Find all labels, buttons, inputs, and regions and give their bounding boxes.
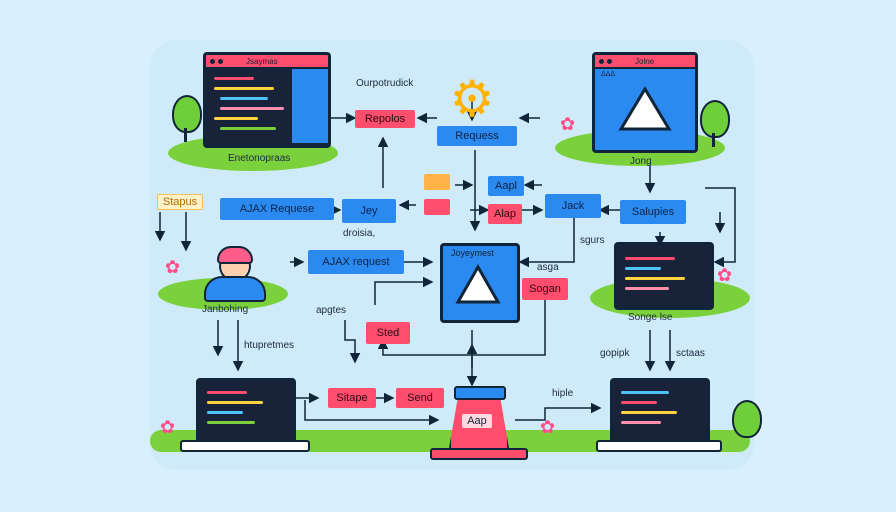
flower-icon: ✿ (540, 417, 556, 437)
tree-trunk (712, 133, 715, 147)
monitor-base (596, 440, 722, 452)
label-songe-lse: Songe lse (628, 312, 673, 323)
alap-box[interactable]: Alap (488, 204, 522, 224)
center-window: Joyeymest (440, 243, 520, 323)
browser-window-top-right: Jolne ΔΔΔ (592, 52, 698, 153)
gear-icon: ⚙ (449, 71, 495, 127)
arrow-apgtes-down (344, 320, 361, 364)
small-red-card[interactable] (424, 199, 450, 215)
sted-box[interactable]: Sted (366, 322, 410, 344)
arrow-terminal-to-aap (304, 400, 440, 426)
ajax-requese-box[interactable]: AJAX Requese (220, 198, 334, 220)
ajax-request-box[interactable]: AJAX request (308, 250, 404, 274)
requess-box[interactable]: Requess (437, 126, 517, 146)
label-enetonoprass: Enetonopraas (228, 153, 291, 164)
label-ourpotrudick: Ourpotrudick (356, 78, 414, 89)
jack-box[interactable]: Jack (545, 194, 601, 218)
label-htupretmes: htupretmes (244, 340, 295, 351)
arrow-sted-to-center (374, 276, 434, 305)
flower-icon: ✿ (165, 257, 181, 277)
monitor-bottom-right (610, 378, 710, 446)
stapus-box[interactable]: Stapus (157, 194, 203, 210)
label-sgurs: sgurs (580, 235, 605, 246)
terminal-window-right (614, 242, 714, 310)
window-title: Jsaymas (246, 56, 278, 66)
aap-label[interactable]: Aap (462, 414, 492, 428)
window-side-panel (292, 69, 328, 143)
triangle-icon (618, 86, 672, 131)
window-title: Joyeymest (451, 248, 495, 258)
aap-stand-top (454, 386, 506, 400)
label-hiple: hiple (552, 388, 574, 399)
sitape-box[interactable]: Sitape (328, 388, 376, 408)
salupies-box[interactable]: Salupies (620, 200, 686, 224)
arrow-aap-to-right-terminal (515, 402, 602, 421)
label-janbohing: Janbohing (202, 304, 249, 315)
aapi-box[interactable]: Aapl (488, 176, 524, 196)
monitor-bottom-left (196, 378, 296, 446)
arrow-salupies-to-terminal-side (705, 187, 736, 268)
aap-base (430, 448, 528, 460)
label-gopipk: gopipk (600, 348, 630, 359)
code-window-top-left: Jsaymas (203, 52, 331, 148)
tree-icon (172, 95, 202, 133)
label-jong: Jong (630, 156, 652, 167)
flower-icon: ✿ (717, 265, 733, 285)
triangle-icon (455, 264, 501, 304)
person-avatar (204, 246, 276, 302)
label-apgtes: apgtes (316, 305, 347, 316)
small-orange-card[interactable] (424, 174, 450, 190)
tree-icon (700, 100, 730, 138)
window-title: Jolne (635, 56, 655, 66)
tree-icon (732, 400, 762, 438)
arrow-sogan-to-sted (377, 295, 546, 356)
flower-icon: ✿ (160, 417, 176, 437)
jey-box[interactable]: Jey (342, 199, 396, 223)
repolos-box[interactable]: Repolos (355, 110, 415, 128)
label-sctaas: sctaas (676, 348, 705, 359)
send-box[interactable]: Send (396, 388, 444, 408)
flower-icon: ✿ (560, 114, 576, 134)
tree-trunk (184, 128, 187, 142)
label-asga: asga (537, 262, 559, 273)
arrow-jack-to-center (518, 218, 575, 268)
sogan-box[interactable]: Sogan (522, 278, 568, 300)
window-subtitle: ΔΔΔ (601, 71, 616, 78)
monitor-base (180, 440, 310, 452)
label-droisia: droisia, (343, 228, 376, 239)
